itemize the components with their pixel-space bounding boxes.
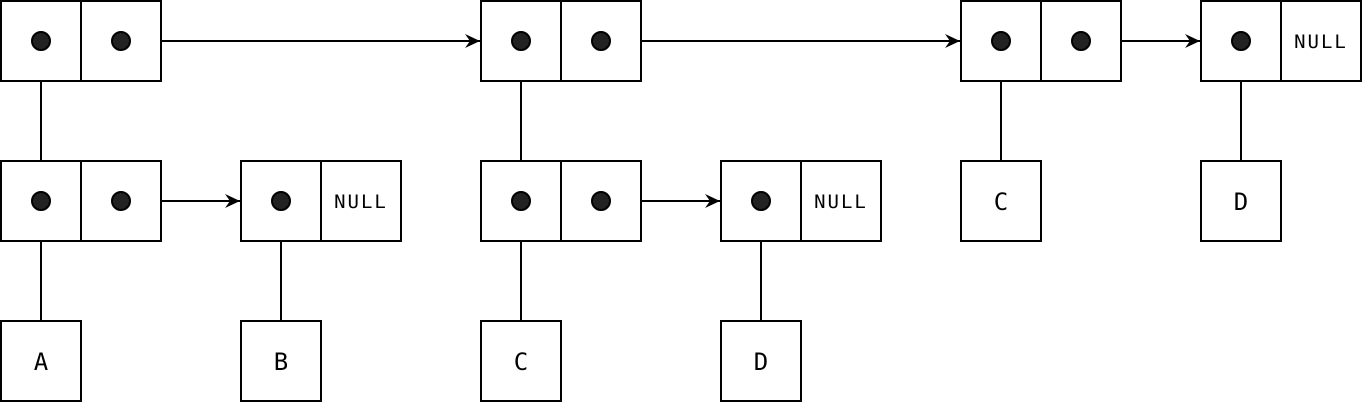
mid-node-1: [0, 160, 162, 242]
pointer-dot: [271, 191, 291, 211]
atom-label-d: D: [1234, 188, 1248, 216]
cdr-cell: [1280, 0, 1362, 82]
pointer-dot: [511, 191, 531, 211]
atom-box: [240, 320, 322, 402]
mid-node-3: [480, 160, 642, 242]
null-label: NULL: [334, 191, 388, 213]
cdr-cell: [320, 160, 402, 242]
atom-c-top: C: [960, 160, 1042, 242]
car-cell: [960, 0, 1042, 82]
atom-label-a: A: [34, 348, 49, 376]
atom-a: A: [0, 320, 82, 402]
pointer-dot: [111, 31, 131, 51]
cdr-cell: [800, 160, 882, 242]
pointer-dot: [1231, 31, 1251, 51]
pointer-dot: [31, 31, 51, 51]
atom-box: [960, 160, 1042, 242]
atom-c-bottom: C: [480, 320, 562, 402]
pointer-dot: [751, 191, 771, 211]
atom-label-c: C: [994, 188, 1008, 216]
null-label: NULL: [1294, 31, 1348, 53]
atom-box: [480, 320, 562, 402]
atom-label-d: D: [754, 348, 768, 376]
atom-box: [0, 320, 82, 402]
atom-d-top: D: [1200, 160, 1282, 242]
atom-label-b: B: [274, 348, 288, 376]
pointer-dot: [511, 31, 531, 51]
atom-b: B: [240, 320, 322, 402]
atom-d-bottom: D: [720, 320, 802, 402]
atom-box: [1200, 160, 1282, 242]
car-cell: [240, 160, 322, 242]
mid-node-4: NULL: [720, 160, 882, 242]
top-node-2: [480, 0, 642, 82]
pointer-dot: [31, 191, 51, 211]
pointer-dot: [111, 191, 131, 211]
pointer-dot: [991, 31, 1011, 51]
top-node-4: NULL: [1200, 0, 1362, 82]
pointer-dot: [591, 31, 611, 51]
pointer-dot: [591, 191, 611, 211]
mid-node-2: NULL: [240, 160, 402, 242]
top-node-1: [0, 0, 162, 82]
top-node-3: [960, 0, 1122, 82]
pointer-dot: [1071, 31, 1091, 51]
atom-label-c: C: [514, 348, 528, 376]
null-label: NULL: [814, 191, 868, 213]
atom-box: [720, 320, 802, 402]
